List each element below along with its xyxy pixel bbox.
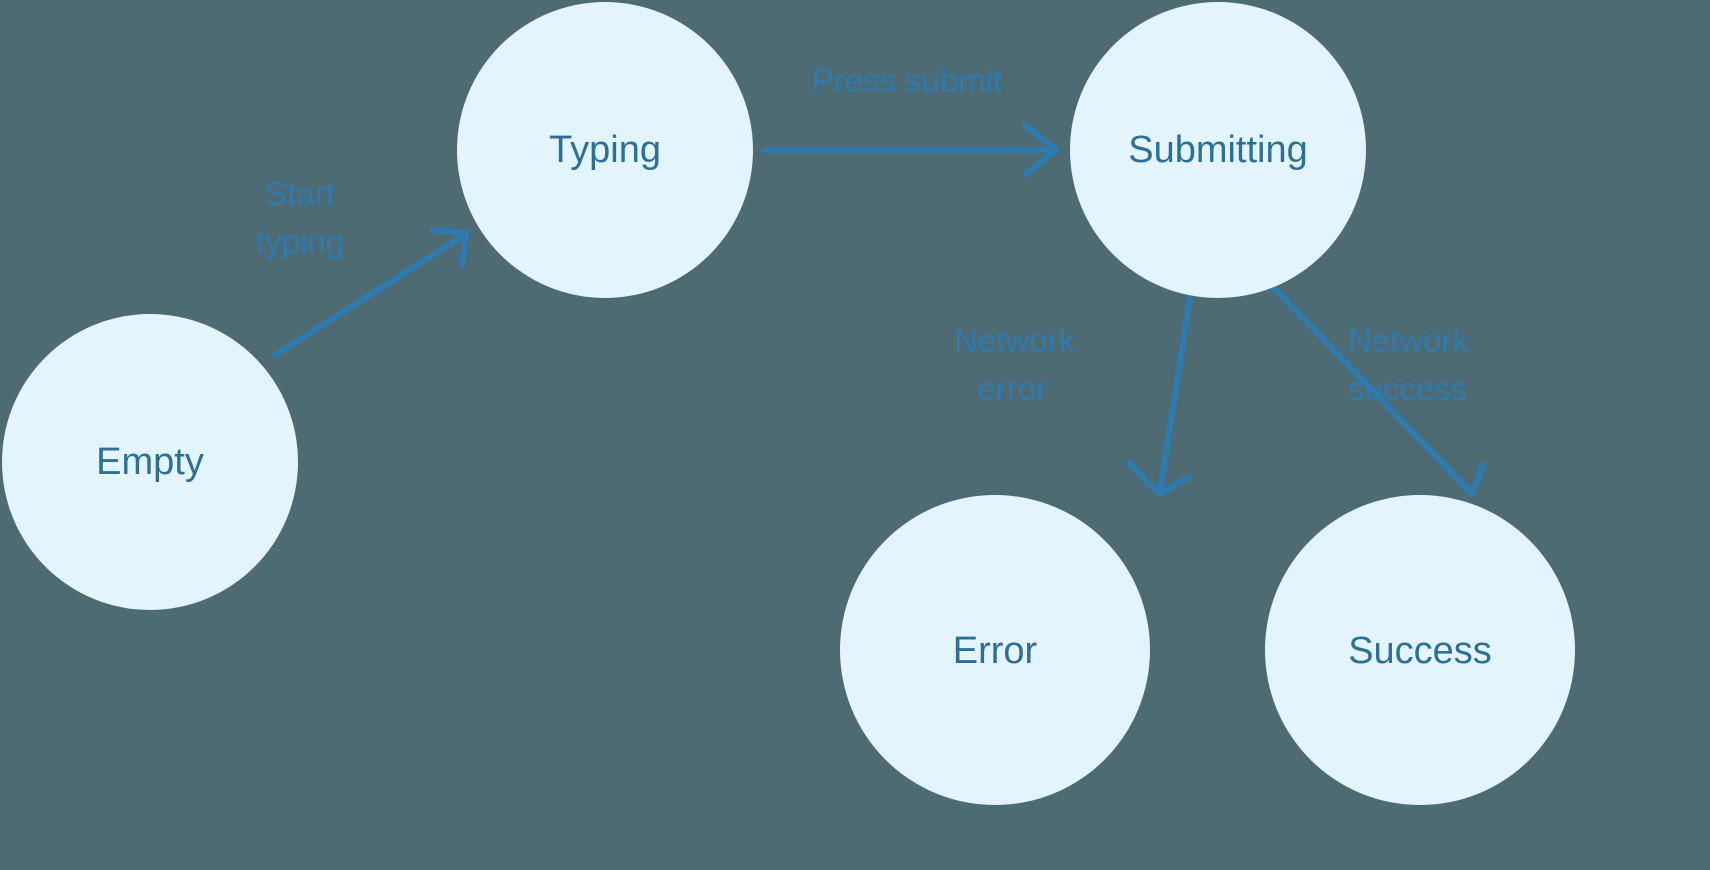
edge-submitting-to-error-arrowhead bbox=[1126, 460, 1192, 497]
edge-submitting-to-error-label-line2: error bbox=[977, 370, 1047, 407]
node-error-label: Error bbox=[953, 630, 1038, 672]
edge-typing-to-submitting-label-line1: Press submit bbox=[812, 62, 1003, 99]
edge-submitting-to-error-label-line1: Network bbox=[954, 322, 1076, 359]
node-submitting-label: Submitting bbox=[1128, 129, 1308, 171]
edge-submitting-to-success-arrowhead bbox=[1437, 458, 1486, 497]
node-empty-circle[interactable] bbox=[2, 314, 298, 610]
edge-submitting-to-success-label-line1: Network bbox=[1348, 322, 1470, 359]
node-error[interactable]: Error bbox=[840, 495, 1150, 805]
node-error-circle[interactable] bbox=[840, 495, 1150, 805]
edge-submitting-to-success-label-line2: success bbox=[1348, 370, 1467, 407]
node-typing-label: Typing bbox=[549, 129, 661, 171]
edge-submitting-to-success-line bbox=[1272, 286, 1473, 495]
node-submitting-circle[interactable] bbox=[1070, 2, 1366, 298]
edge-empty-to-typing-label-line1: Start bbox=[265, 175, 335, 212]
edge-submitting-to-error-line bbox=[1157, 294, 1193, 495]
edge-empty-to-typing-line bbox=[272, 233, 466, 358]
node-typing-circle[interactable] bbox=[457, 2, 753, 298]
edge-empty-to-typing-arrowhead bbox=[429, 227, 469, 269]
edge-submitting-to-error: Network error bbox=[954, 294, 1193, 497]
edge-submitting-to-success: Network success bbox=[1272, 286, 1486, 497]
edge-typing-to-submitting-arrowhead bbox=[1022, 122, 1059, 178]
node-empty[interactable]: Empty bbox=[2, 314, 298, 610]
node-success-circle[interactable] bbox=[1265, 495, 1575, 805]
node-typing[interactable]: Typing bbox=[457, 2, 753, 298]
node-submitting[interactable]: Submitting bbox=[1070, 2, 1366, 298]
edge-empty-to-typing: Start typing bbox=[256, 175, 469, 358]
edge-typing-to-submitting: Press submit bbox=[762, 62, 1059, 178]
node-empty-label: Empty bbox=[96, 441, 204, 483]
node-success[interactable]: Success bbox=[1265, 495, 1575, 805]
node-success-label: Success bbox=[1348, 630, 1492, 672]
edge-empty-to-typing-label-line2: typing bbox=[256, 223, 344, 260]
